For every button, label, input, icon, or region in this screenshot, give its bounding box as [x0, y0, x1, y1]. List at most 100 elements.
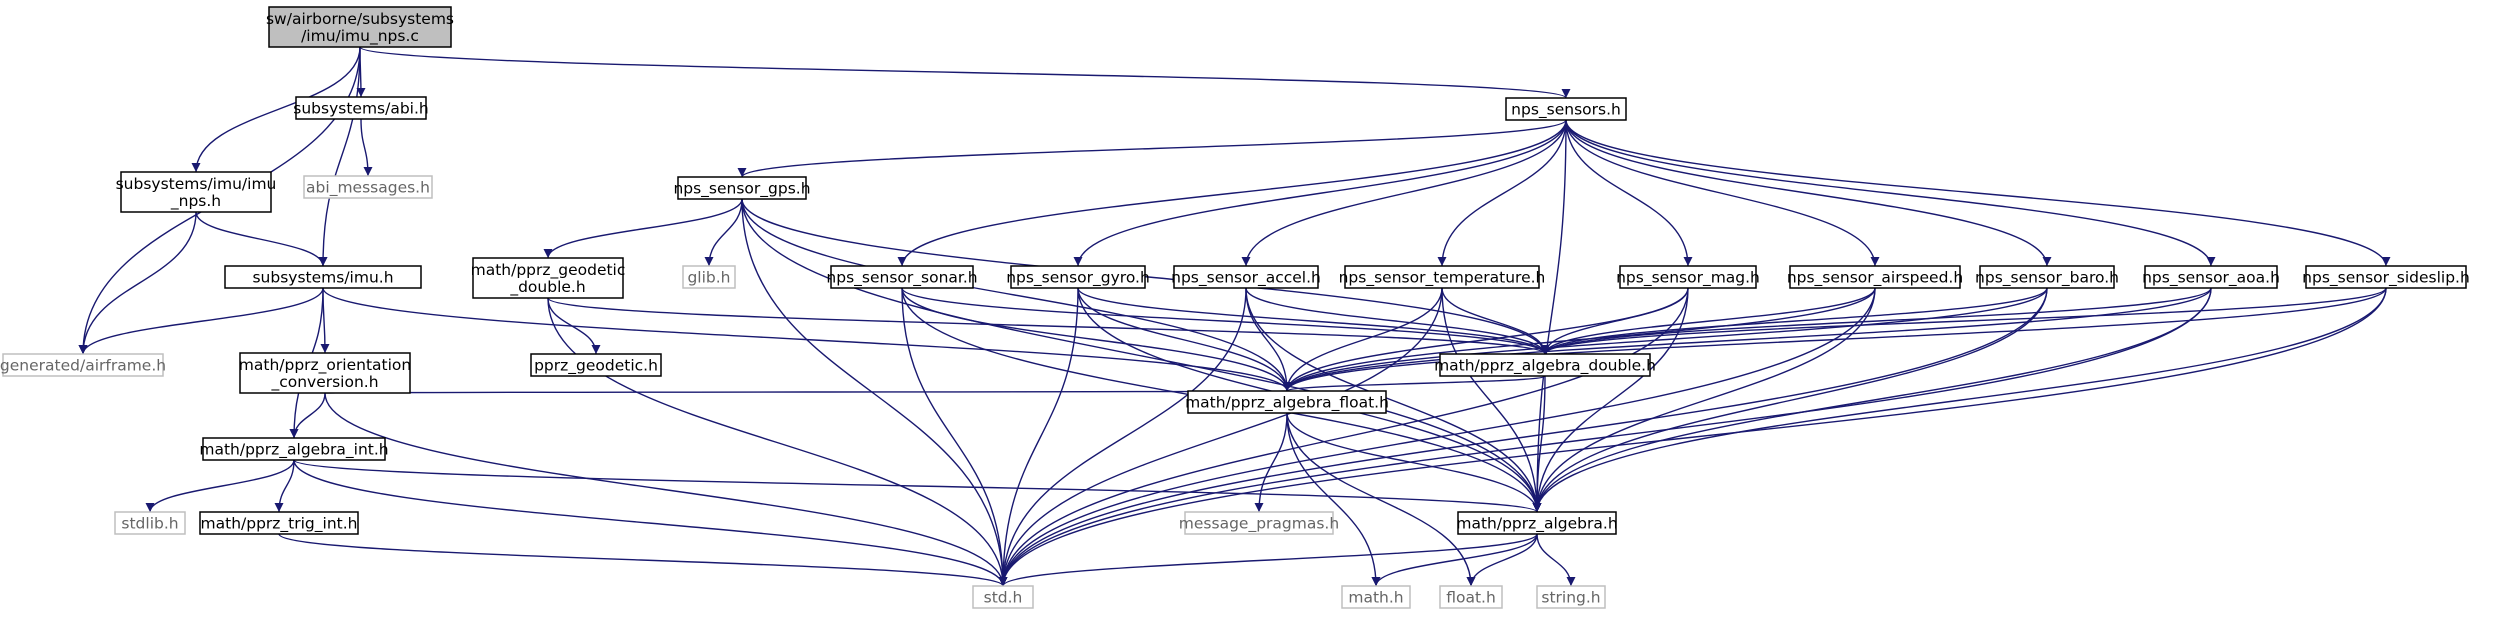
node-box — [682, 265, 736, 289]
node-alg_dbl[interactable]: math/pprz_algebra_double.h — [1434, 353, 1656, 377]
node-box — [1439, 585, 1503, 609]
edge-alg_float-to-alg — [1286, 412, 1542, 513]
edge-imu_nps_h-to-imu_h — [195, 211, 328, 267]
node-label: message_pragmas.h — [1179, 515, 1339, 534]
edge-alg_dbl-to-alg_float — [1282, 375, 1546, 392]
node-label: math.h — [1348, 589, 1403, 607]
edge-gyro-to-alg_float — [1077, 287, 1292, 392]
edge-nps_sensors-to-sideslip — [1565, 119, 2391, 267]
edge-orient-to-std — [324, 392, 1008, 587]
node-trig[interactable]: math/pprz_trig_int.h — [199, 511, 359, 535]
node-float[interactable]: float.h — [1439, 585, 1503, 609]
node-nps_sensors[interactable]: nps_sensors.h — [1505, 97, 1627, 121]
node-mag[interactable]: nps_sensor_mag.h — [1616, 265, 1760, 289]
edge-airspeed-to-alg — [1532, 287, 1876, 513]
node-label: nps_sensors.h — [1511, 101, 1621, 120]
node-root[interactable]: sw/airborne/subsystems/imu/imu_nps.c — [266, 6, 454, 48]
edge-nps_sensors-to-baro — [1565, 119, 2052, 267]
node-label: nps_sensor_baro.h — [1975, 269, 2119, 288]
node-box — [239, 352, 411, 394]
edge-nps_sensors-to-temp — [1437, 119, 1567, 267]
edge-orient-to-alg_int — [289, 392, 326, 439]
node-label: subsystems/abi.h — [293, 100, 428, 118]
edge-alg-to-math — [1371, 533, 1538, 587]
node-sideslip[interactable]: nps_sensor_sideslip.h — [2302, 265, 2470, 289]
edge-sideslip-to-std — [998, 287, 2387, 587]
node-box — [1341, 585, 1411, 609]
node-label: nps_sensor_sideslip.h — [2302, 269, 2470, 288]
node-airspeed[interactable]: nps_sensor_airspeed.h — [1787, 265, 1963, 289]
edge-gps-to-geod_dbl — [543, 198, 743, 259]
edge-nps_sensors-to-airspeed — [1565, 119, 1880, 267]
node-abi[interactable]: subsystems/abi.h — [293, 96, 429, 120]
node-label: nps_sensor_accel.h — [1171, 269, 1321, 288]
edge-sonar-to-alg_float — [901, 287, 1292, 392]
node-label: _double.h — [509, 278, 585, 297]
node-airframe[interactable]: generated/airframe.h — [0, 353, 166, 377]
node-aoa[interactable]: nps_sensor_aoa.h — [2142, 265, 2280, 289]
edge-alg-to-string — [1536, 533, 1576, 587]
edge-temp-to-alg_float — [1282, 287, 1443, 392]
node-abi_msg[interactable]: abi_messages.h — [303, 175, 433, 199]
node-box — [1457, 511, 1617, 535]
node-stdlib[interactable]: stdlib.h — [114, 511, 186, 535]
node-geod_dbl[interactable]: math/pprz_geodetic_double.h — [471, 257, 626, 299]
node-label: math/pprz_geodetic — [471, 261, 626, 280]
edge-baro-to-alg_float — [1282, 287, 2048, 392]
node-box — [224, 265, 422, 289]
node-label: nps_sensor_gyro.h — [1006, 269, 1150, 288]
node-gyro[interactable]: nps_sensor_gyro.h — [1006, 265, 1150, 289]
node-box — [1439, 353, 1651, 377]
edge-gyro-to-std — [998, 287, 1079, 587]
node-label: std.h — [984, 589, 1023, 607]
node-alg_float[interactable]: math/pprz_algebra_float.h — [1185, 390, 1389, 414]
edge-alg_int-to-std — [293, 459, 1008, 587]
node-label: subsystems/imu.h — [252, 269, 393, 287]
node-label: /imu/imu_nps.c — [301, 27, 419, 46]
node-orient[interactable]: math/pprz_orientation_conversion.h — [239, 352, 411, 394]
node-std[interactable]: std.h — [972, 585, 1034, 609]
node-imu_h[interactable]: subsystems/imu.h — [224, 265, 422, 289]
node-box — [2144, 265, 2278, 289]
node-string[interactable]: string.h — [1536, 585, 1606, 609]
node-label: nps_sensor_airspeed.h — [1787, 269, 1963, 288]
node-box — [1173, 265, 1319, 289]
node-glib[interactable]: glib.h — [682, 265, 736, 289]
node-label: math/pprz_algebra_float.h — [1185, 394, 1389, 413]
edge-alg_float-to-msg_pragmas — [1254, 412, 1288, 513]
node-label: math/pprz_algebra_int.h — [199, 441, 388, 460]
edge-airspeed-to-std — [998, 287, 1876, 587]
node-alg[interactable]: math/pprz_algebra.h — [1456, 511, 1618, 535]
node-alg_int[interactable]: math/pprz_algebra_int.h — [199, 437, 389, 461]
edge-alg_int-to-alg — [293, 459, 1542, 513]
node-temp[interactable]: nps_sensor_temperature.h — [1339, 265, 1546, 289]
node-pprz_geod[interactable]: pprz_geodetic.h — [530, 353, 662, 377]
edge-nps_sensors-to-alg — [1532, 119, 1567, 513]
node-label: generated/airframe.h — [0, 357, 166, 375]
node-label: subsystems/imu/imu — [116, 175, 277, 193]
node-gps[interactable]: nps_sensor_gps.h — [673, 176, 811, 200]
edge-sideslip-to-alg_float — [1282, 287, 2387, 392]
node-box — [303, 175, 433, 199]
edge-root-to-imu_nps_h — [191, 46, 361, 173]
node-msg_pragmas[interactable]: message_pragmas.h — [1179, 511, 1339, 535]
node-box — [1536, 585, 1606, 609]
node-accel[interactable]: nps_sensor_accel.h — [1171, 265, 1321, 289]
node-sonar[interactable]: nps_sensor_sonar.h — [826, 265, 978, 289]
edge-geod_dbl-to-std — [547, 297, 1008, 587]
edge-nps_sensors-to-aoa — [1565, 119, 2216, 267]
node-imu_nps_h[interactable]: subsystems/imu/imu_nps.h — [116, 171, 277, 213]
node-label: stdlib.h — [121, 515, 178, 533]
edge-gyro-to-alg_dbl — [1077, 287, 1550, 355]
node-label: nps_sensor_mag.h — [1616, 269, 1760, 288]
node-math[interactable]: math.h — [1341, 585, 1411, 609]
node-box — [530, 353, 662, 377]
edge-nps_sensors-to-gyro — [1073, 119, 1567, 267]
edge-nps_sensors-to-mag — [1565, 119, 1693, 267]
edge-sonar-to-std — [901, 287, 1008, 587]
node-baro[interactable]: nps_sensor_baro.h — [1975, 265, 2119, 289]
node-label: nps_sensor_temperature.h — [1339, 269, 1546, 288]
edge-alg_float-to-float — [1286, 412, 1476, 587]
node-box — [202, 437, 386, 461]
edge-gps-to-glib — [704, 198, 743, 267]
